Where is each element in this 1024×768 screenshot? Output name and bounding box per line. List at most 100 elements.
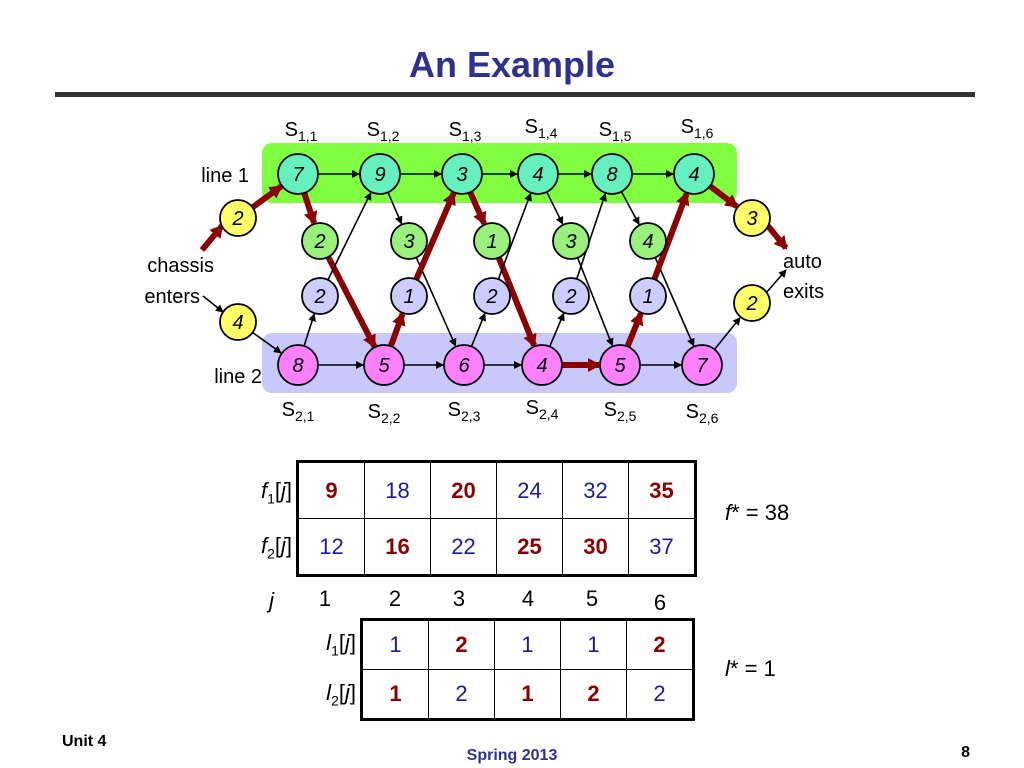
station-1-4 — [517, 153, 559, 195]
station-2-4 — [521, 344, 563, 386]
station-label-1-6: S1,6 — [681, 116, 714, 141]
chassis-label: chassis — [147, 255, 214, 277]
entry-line1 — [219, 199, 257, 237]
transfer-2to1-2-value: 1 — [403, 286, 414, 308]
entry-line2 — [219, 303, 257, 341]
f-cell-2-3: 22 — [430, 518, 497, 576]
station-2-6-value: 7 — [696, 355, 708, 377]
auto-exit1-arrow — [765, 224, 789, 250]
auto-label: auto — [783, 251, 822, 273]
station-1-1-value: 7 — [292, 164, 304, 186]
transfer12-in-arrow — [301, 192, 318, 225]
entry-line2-value: 4 — [232, 312, 243, 334]
station-label-2-2: S2,2 — [368, 401, 401, 426]
station-1-2-value: 9 — [374, 164, 385, 186]
transfer-1to2-1 — [301, 222, 339, 260]
station-label-1-1: S1,1 — [285, 119, 318, 144]
f-cell-2-2: 16 — [364, 518, 431, 576]
station-2-5 — [599, 344, 641, 386]
transfer21-out-arrow — [413, 191, 457, 281]
station-2-3-value: 6 — [458, 355, 470, 377]
exit-line2-value: 2 — [745, 293, 757, 315]
l-cell-2-3: 1 — [494, 669, 561, 720]
station-1-5 — [591, 153, 633, 195]
transfer-2to1-2 — [390, 277, 428, 315]
station-1-4-value: 4 — [532, 164, 543, 186]
l-cell-1-4: 1 — [560, 619, 627, 670]
j-index-5: 5 — [585, 586, 599, 611]
f-cell-2-5: 30 — [562, 518, 629, 576]
transfer-1to2-5 — [629, 222, 667, 260]
transfer12-in-arrow — [620, 191, 640, 226]
station-1-2 — [359, 153, 401, 195]
transfer-1to2-4 — [552, 222, 590, 260]
l-cell-2-5: 2 — [626, 669, 694, 720]
station-label-2-5: S2,5 — [604, 399, 637, 424]
j-index-6: 6 — [653, 590, 667, 615]
transfer21-out-arrow — [575, 192, 607, 280]
exit2-arrow — [713, 317, 741, 350]
transfer-1to2-2 — [390, 222, 428, 260]
entry2-arrow — [252, 331, 282, 354]
transfer-2to1-1 — [301, 277, 339, 315]
transfer-1to2-4-value: 3 — [565, 231, 576, 253]
title-divider — [55, 92, 975, 97]
footer-date: Spring 2013 — [466, 747, 558, 764]
station-2-4-value: 4 — [536, 355, 547, 377]
transfer21-out-arrow — [327, 191, 372, 281]
transfer12-out-arrow — [415, 257, 457, 347]
transfer21-in-arrow — [303, 313, 316, 347]
transfer21-in-arrow — [470, 312, 486, 347]
f-cell-2-4: 25 — [496, 518, 563, 576]
j-index-4: 4 — [521, 586, 535, 611]
transfer-1to2-2-value: 3 — [403, 231, 414, 253]
line2-label: line 2 — [214, 366, 262, 388]
transfer-2to1-4-value: 2 — [564, 286, 576, 308]
station-label-1-4: S1,4 — [525, 116, 558, 141]
transfer-2to1-3 — [473, 277, 511, 315]
transfer12-in-arrow — [387, 192, 403, 225]
f-cell-2-6: 37 — [628, 518, 696, 576]
exit1-arrow — [708, 183, 739, 209]
auto-exit2-arrow — [765, 269, 787, 294]
transfer21-in-arrow — [387, 311, 406, 348]
station-1-1 — [277, 153, 319, 195]
slide-title: An Example — [408, 44, 616, 85]
transfer-2to1-1-value: 2 — [313, 286, 325, 308]
l-cell-2-1: 1 — [361, 669, 429, 720]
transfer-1to2-1-value: 2 — [313, 231, 325, 253]
l1-row-label: l1[j] — [326, 630, 356, 659]
station-2-1-value: 8 — [292, 355, 303, 377]
station-label-1-5: S1,5 — [599, 119, 632, 144]
transfer12-out-arrow — [325, 255, 378, 349]
transfer-1to2-3-value: 1 — [486, 231, 497, 253]
entry1-arrow — [250, 183, 283, 210]
f-star: f* = 38 — [725, 500, 790, 525]
l-cell-1-5: 2 — [626, 619, 694, 670]
f-cell-1-6: 35 — [628, 461, 696, 519]
chassis-line1-arrow — [199, 224, 225, 252]
transfer12-out-arrow — [654, 257, 695, 347]
l-cell-2-4: 2 — [560, 669, 627, 720]
exit-line1 — [733, 199, 771, 237]
station-2-2-value: 5 — [378, 355, 390, 377]
j-index-2: 2 — [388, 586, 402, 611]
exit-line2 — [733, 284, 771, 322]
j-label: j — [269, 588, 274, 613]
station-label-2-4: S2,4 — [526, 397, 559, 422]
station-label-2-3: S2,3 — [448, 399, 481, 424]
f2-row-label: f2[j] — [260, 533, 292, 562]
transfer12-out-arrow — [495, 256, 537, 348]
f-cell-1-1: 9 — [297, 461, 365, 519]
station-2-2 — [363, 344, 405, 386]
l-cell-1-2: 2 — [428, 619, 495, 670]
j-index-3: 3 — [452, 586, 466, 611]
station-label-2-1: S2,1 — [282, 399, 315, 424]
transfer-1to2-3 — [473, 222, 511, 260]
transfer12-out-arrow — [576, 257, 614, 347]
